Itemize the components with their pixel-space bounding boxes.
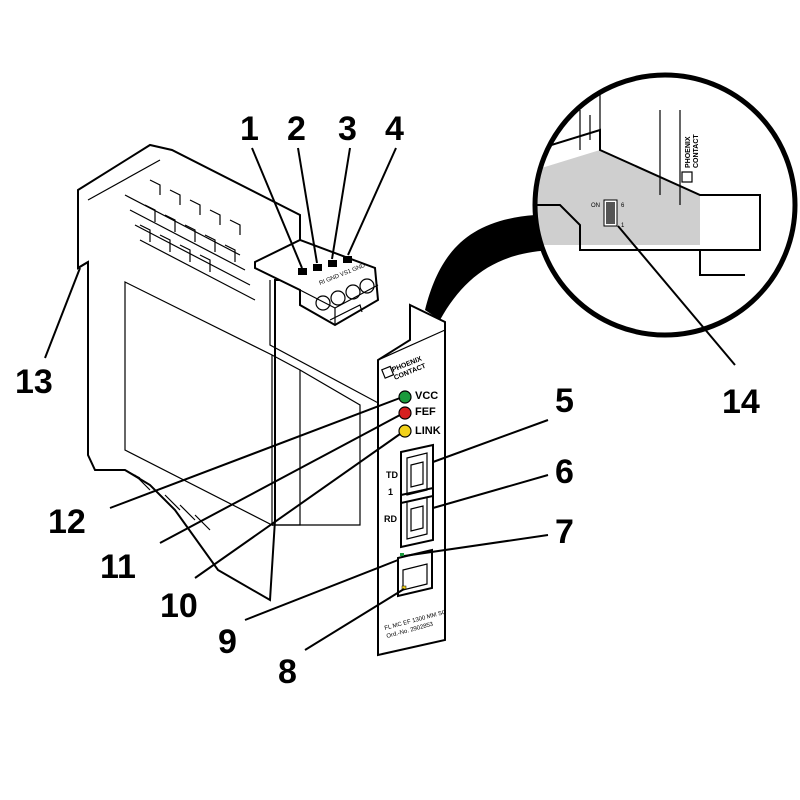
magnified-brand: PHOENIX CONTACT [681, 134, 700, 183]
rj45-green-led [400, 553, 404, 556]
callout-10: 10 [160, 587, 198, 625]
callout-11: 11 [100, 548, 136, 586]
link-led [398, 424, 412, 438]
callout-8: 8 [278, 653, 297, 691]
callout-numbers: 1 2 3 4 5 6 7 8 9 10 11 12 13 14 [15, 110, 760, 691]
callout-14: 14 [722, 383, 760, 421]
screw-2 [330, 290, 346, 306]
magnifier-detail: PHOENIX CONTACT ON 6 1 [425, 72, 798, 338]
fef-led [398, 406, 412, 420]
vent-slots [124, 179, 256, 301]
rd-label: RD [384, 514, 397, 524]
screw-4 [359, 278, 375, 294]
terminal-slot-1 [298, 268, 307, 275]
svg-text:CONTACT: CONTACT [693, 134, 700, 168]
terminal-slot-2 [313, 264, 322, 271]
dip-switch: ON 6 1 [591, 199, 625, 229]
port-number-label: 1 [388, 487, 393, 497]
svg-text:ON: ON [591, 203, 600, 209]
terminal-slot-3 [328, 260, 337, 267]
td-label: TD [386, 470, 398, 480]
callout-13: 13 [15, 363, 53, 401]
callout-12: 12 [48, 503, 86, 541]
fef-label: FEF [415, 406, 436, 418]
callout-1: 1 [240, 110, 259, 148]
leader-lines [44, 147, 736, 651]
vcc-label: VCC [415, 390, 438, 402]
sc-port-rd [400, 486, 434, 549]
callout-5: 5 [555, 382, 574, 420]
terminal-block: RI GND VS1 GND [254, 238, 380, 327]
callout-2: 2 [287, 110, 306, 148]
callout-7: 7 [555, 513, 574, 551]
callout-6: 6 [555, 453, 574, 491]
screw-3 [345, 284, 361, 300]
svg-text:1: 1 [621, 223, 625, 229]
rj45-yellow-led [401, 585, 407, 590]
svg-text:PHOENIX: PHOENIX [685, 136, 692, 168]
callout-3: 3 [338, 110, 357, 148]
screw-1 [315, 295, 331, 311]
terminal-slot-4 [343, 256, 352, 263]
callout-4: 4 [385, 110, 404, 148]
callout-9: 9 [218, 623, 237, 661]
svg-text:6: 6 [621, 203, 625, 209]
front-panel: PHOENIX CONTACT VCC FEF LINK TD 1 RD [377, 303, 448, 657]
housing-side [77, 143, 411, 602]
link-label: LINK [415, 425, 441, 437]
vcc-led [398, 390, 412, 404]
